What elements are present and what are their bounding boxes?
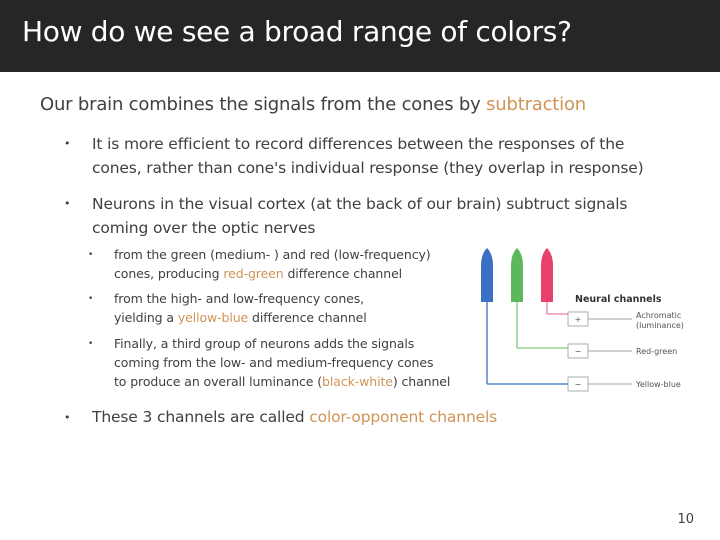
- yellow-blue-highlight: yellow-blue: [177, 310, 249, 325]
- sub-bullet-1-text: cones, producing: [114, 266, 224, 281]
- neural-channels-figure: Neural channels + − − Achromatic (lumina…: [472, 244, 692, 398]
- subtitle: Our brain combines the signals from the …: [40, 94, 586, 115]
- achromatic-label: Achromatic: [636, 311, 681, 320]
- sub-bullet-3-text: to produce an overall luminance (: [114, 374, 323, 389]
- sub-bullet-marker: •: [88, 294, 94, 304]
- sub-bullet-marker: •: [88, 250, 94, 260]
- black-white-highlight: black-white: [322, 374, 393, 389]
- sub-bullet-3-line-3: to produce an overall luminance (black-w…: [114, 372, 450, 391]
- red-green-label: Red-green: [636, 347, 677, 356]
- slide-title: How do we see a broad range of colors?: [22, 15, 572, 48]
- minus-sign: −: [575, 380, 582, 389]
- bullet-1-line-1: It is more efficient to record differenc…: [92, 135, 625, 153]
- green-cone-icon: [511, 248, 523, 302]
- bullet-marker: •: [64, 137, 71, 150]
- blue-cone-icon: [481, 248, 493, 302]
- bullet-1-line-2: cones, rather than cone's individual res…: [92, 159, 644, 177]
- bullet-marker: •: [64, 411, 71, 424]
- page-number: 10: [677, 512, 694, 527]
- sub-bullet-2-text-end: difference channel: [248, 310, 367, 325]
- bullet-marker: •: [64, 197, 71, 210]
- subtitle-highlight: subtraction: [486, 94, 586, 115]
- sub-bullet-2-text: yielding a: [114, 310, 178, 325]
- neural-channels-diagram: Neural channels + − − Achromatic (lumina…: [481, 248, 684, 392]
- sub-bullet-3-line-1: Finally, a third group of neurons adds t…: [114, 336, 415, 351]
- color-opponent-highlight: color-opponent channels: [309, 408, 498, 426]
- sub-bullet-3-line-2: coming from the low- and medium-frequenc…: [114, 355, 434, 370]
- red-cone-icon: [541, 248, 553, 302]
- sub-bullet-1-line-1: from the green (medium- ) and red (low-f…: [114, 247, 431, 262]
- sub-bullet-1-text-end: difference channel: [283, 266, 403, 281]
- sub-bullet-2-line-2: yielding a yellow-blue difference channe…: [114, 308, 367, 327]
- sub-bullet-3-text-end: ) channel: [392, 374, 451, 389]
- sub-bullet-1-line-2: cones, producing red-green difference ch…: [114, 264, 402, 283]
- subtitle-text: Our brain combines the signals from the …: [40, 94, 487, 115]
- bullet-3-line-1: These 3 channels are called color-oppone…: [92, 405, 497, 429]
- bullet-2-line-1: Neurons in the visual cortex (at the bac…: [92, 195, 628, 213]
- plus-sign: +: [575, 315, 582, 324]
- sub-bullet-marker: •: [88, 339, 94, 349]
- sub-bullet-2-line-1: from the high- and low-frequency cones,: [114, 291, 365, 306]
- bullet-2-line-2: coming over the optic nerves: [92, 219, 316, 237]
- title-bar: How do we see a broad range of colors?: [0, 0, 720, 72]
- yellow-blue-label: Yellow-blue: [635, 380, 681, 389]
- figure-heading: Neural channels: [575, 294, 662, 305]
- bullet-3-text: These 3 channels are called: [92, 408, 310, 426]
- minus-sign: −: [575, 347, 582, 356]
- luminance-label: (luminance): [636, 321, 684, 330]
- red-green-highlight: red-green: [223, 266, 284, 281]
